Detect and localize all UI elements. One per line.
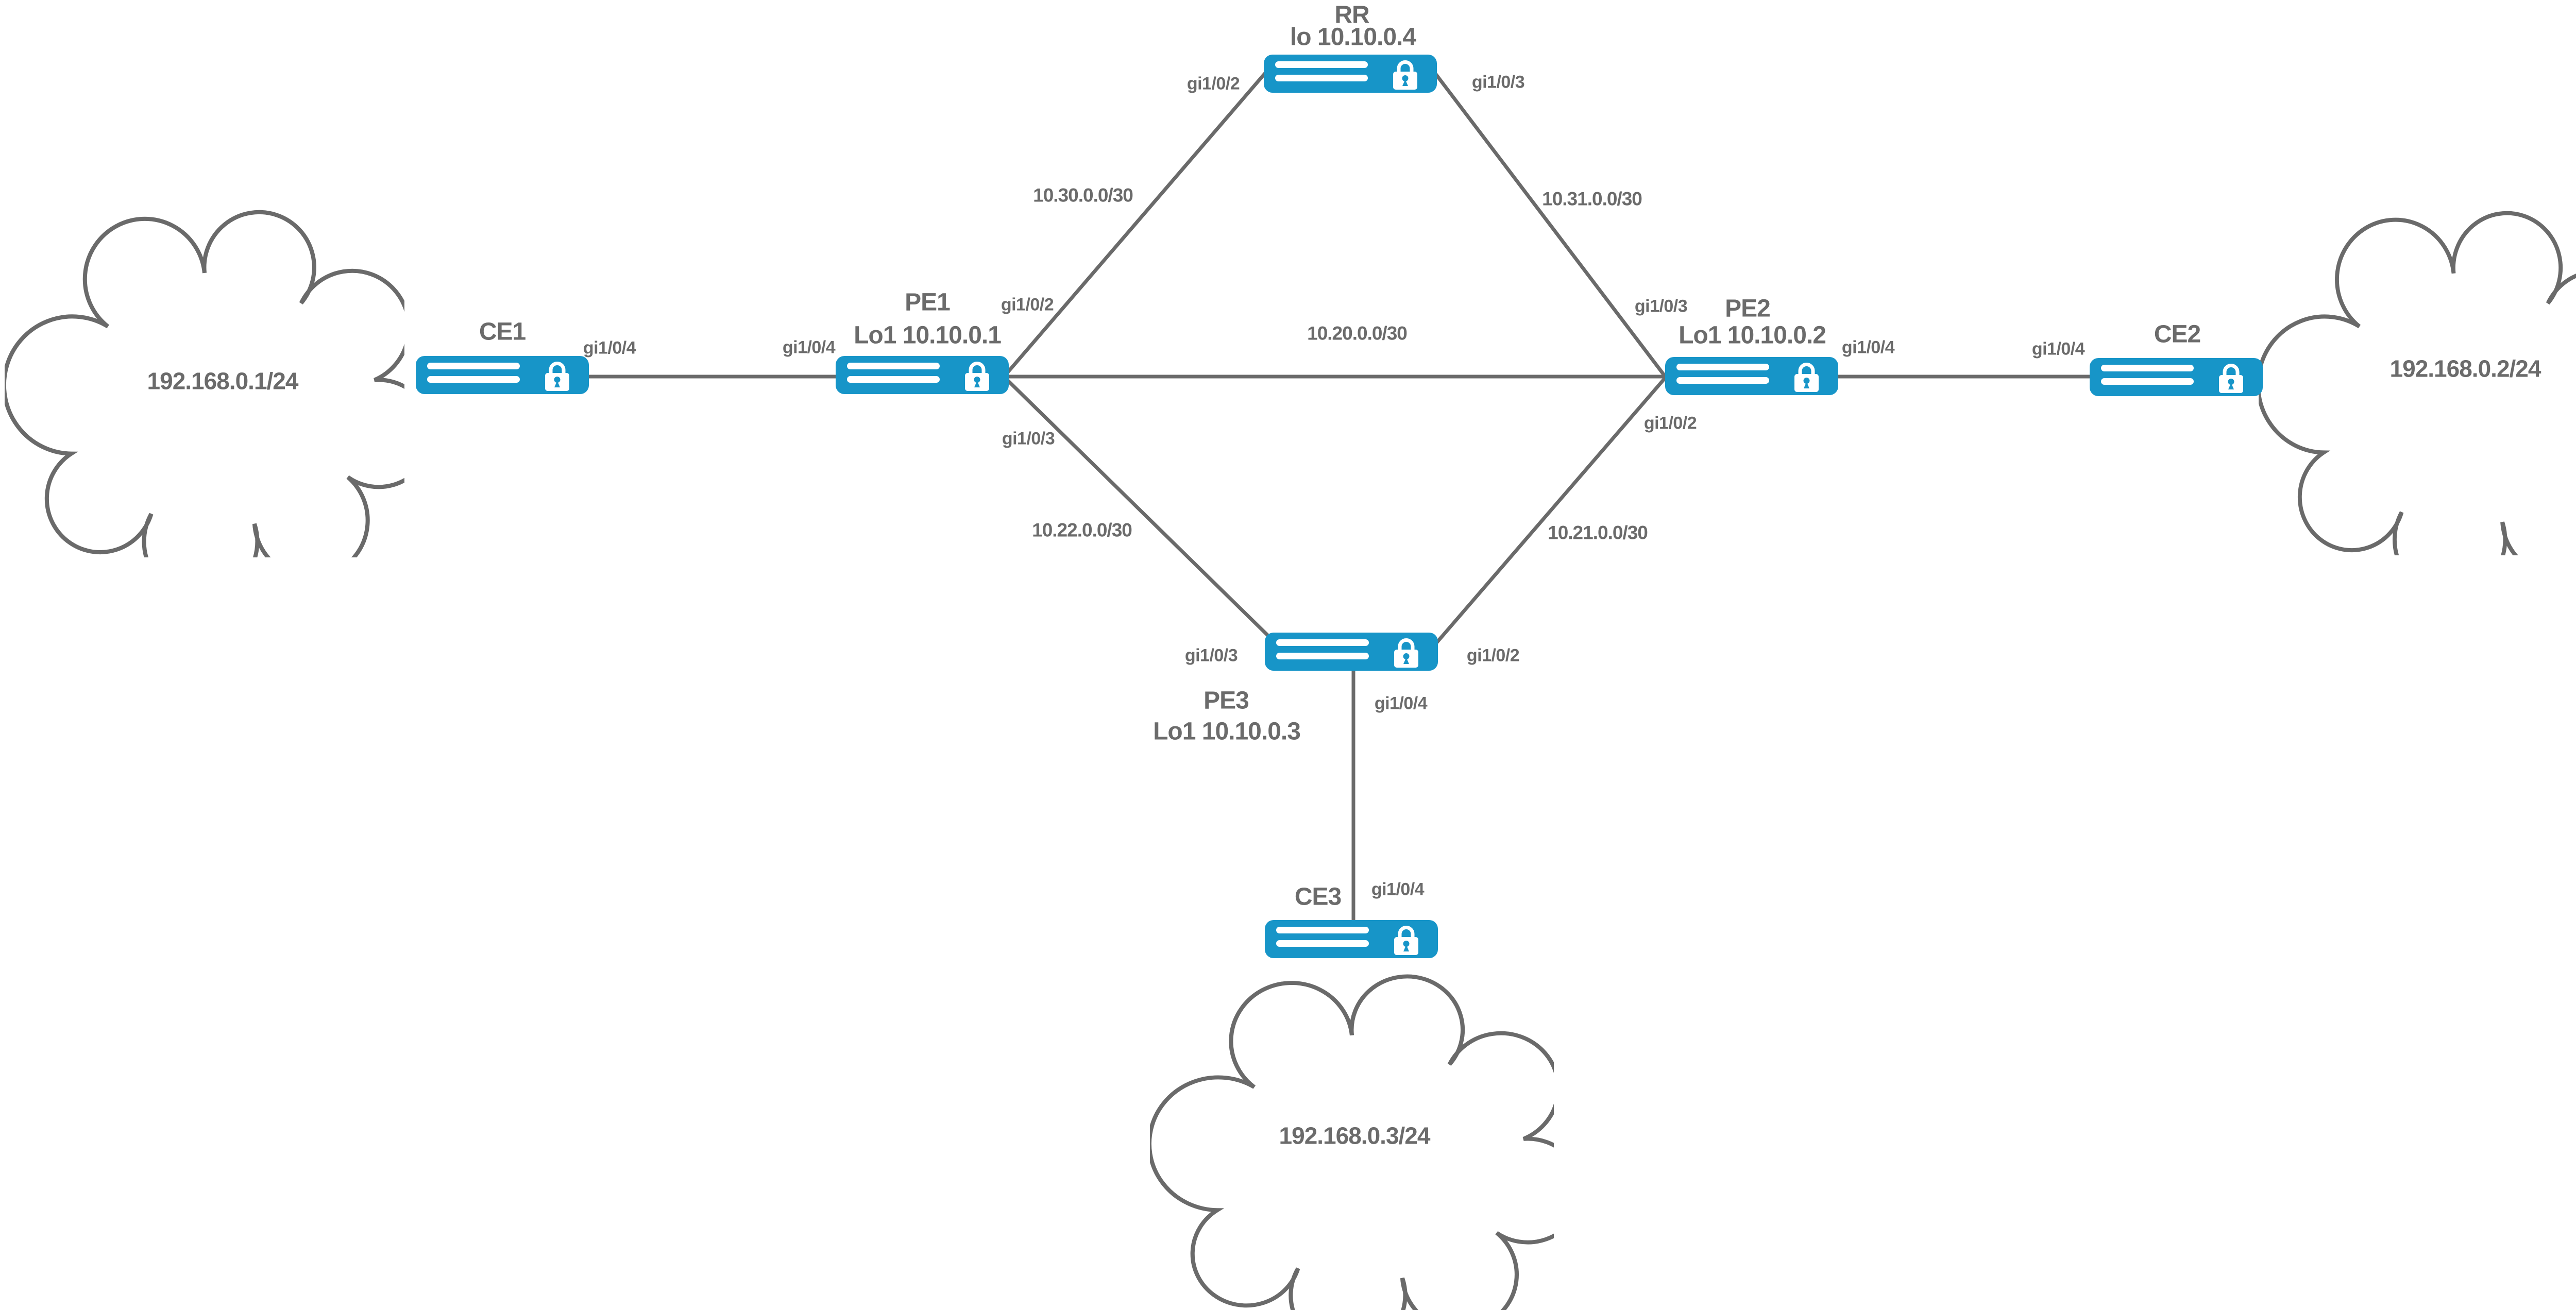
cloud-icon-bottom bbox=[1150, 974, 1554, 1310]
router-rr bbox=[1264, 55, 1437, 93]
router-pe1 bbox=[836, 356, 1009, 394]
lock-icon bbox=[1393, 60, 1417, 90]
network-label-right: 192.168.0.2/24 bbox=[2389, 355, 2541, 382]
port-label-pe1-gi1-0-2: gi1/0/2 bbox=[1001, 295, 1054, 315]
port-label-rr-gi1-0-3: gi1/0/3 bbox=[1471, 72, 1525, 92]
network-label-left: 192.168.0.1/24 bbox=[147, 367, 299, 395]
lock-icon bbox=[545, 362, 569, 391]
port-label-pe2-gi1-0-3: gi1/0/3 bbox=[1634, 296, 1688, 316]
cloud-icon-left bbox=[5, 210, 404, 557]
router-icon bbox=[836, 356, 1009, 394]
port-label-pe1-gi1-0-3: gi1/0/3 bbox=[1002, 429, 1055, 449]
link-subnet-label-rr-pe2: 10.31.0.0/30 bbox=[1542, 188, 1642, 210]
node-label-pe3: PE3 bbox=[1204, 687, 1249, 714]
router-icon bbox=[1665, 357, 1838, 395]
port-label-pe3-gi1-0-4: gi1/0/4 bbox=[1374, 693, 1428, 713]
link-pe1-rr bbox=[989, 58, 1278, 394]
port-label-pe3-gi1-0-3: gi1/0/3 bbox=[1184, 645, 1238, 666]
link-subnet-label-pe1-rr: 10.30.0.0/30 bbox=[1033, 184, 1133, 206]
lock-icon bbox=[1794, 363, 1819, 392]
link-subnet-label-pe2-pe3: 10.21.0.0/30 bbox=[1548, 522, 1648, 543]
node-label-pe2: PE2 bbox=[1725, 295, 1771, 322]
node-loopback-pe1: Lo1 10.10.0.1 bbox=[854, 321, 1002, 349]
node-loopback-pe3: Lo1 10.10.0.3 bbox=[1153, 718, 1301, 745]
router-icon bbox=[1265, 633, 1438, 671]
router-icon bbox=[2090, 358, 2263, 396]
lock-icon bbox=[965, 362, 989, 391]
node-label-pe1: PE1 bbox=[905, 288, 951, 316]
port-label-ce2-gi1-0-4: gi1/0/4 bbox=[2031, 339, 2085, 359]
router-ce1 bbox=[416, 356, 589, 394]
port-label-pe1-gi1-0-4: gi1/0/4 bbox=[782, 337, 836, 358]
node-label-rr: RR bbox=[1334, 1, 1369, 29]
router-ce2 bbox=[2090, 358, 2263, 396]
node-label-ce2: CE2 bbox=[2154, 320, 2201, 348]
link-rr-pe2 bbox=[1423, 58, 1680, 396]
link-subnet-label-pe1-pe2: 10.20.0.0/30 bbox=[1307, 322, 1408, 344]
lock-icon bbox=[1394, 926, 1418, 955]
node-loopback-pe2: Lo1 10.10.0.2 bbox=[1679, 321, 1826, 349]
port-label-pe2-gi1-0-4: gi1/0/4 bbox=[1841, 337, 1895, 358]
cloud-icon-right bbox=[2259, 211, 2576, 555]
port-label-ce1-gi1-0-4: gi1/0/4 bbox=[583, 338, 636, 358]
router-ce3 bbox=[1265, 920, 1438, 958]
node-label-ce1: CE1 bbox=[479, 318, 526, 346]
node-label-ce3: CE3 bbox=[1294, 883, 1342, 911]
router-icon bbox=[416, 356, 589, 394]
lock-icon bbox=[2219, 364, 2243, 393]
port-label-rr-gi1-0-2: gi1/0/2 bbox=[1187, 74, 1240, 94]
link-subnet-label-pe1-pe3: 10.22.0.0/30 bbox=[1032, 519, 1132, 541]
port-label-ce3-gi1-0-4: gi1/0/4 bbox=[1371, 879, 1425, 899]
router-pe3 bbox=[1265, 633, 1438, 671]
node-loopback-rr: lo 10.10.0.4 bbox=[1290, 23, 1416, 51]
port-label-pe2-gi1-0-2: gi1/0/2 bbox=[1643, 413, 1697, 433]
link-pe1-pe3 bbox=[993, 366, 1284, 652]
port-label-pe3-gi1-0-2: gi1/0/2 bbox=[1466, 645, 1520, 666]
router-icon bbox=[1264, 55, 1437, 93]
router-pe2 bbox=[1665, 357, 1838, 395]
router-icon bbox=[1265, 920, 1438, 958]
link-pe2-pe3 bbox=[1426, 363, 1679, 655]
network-label-bottom: 192.168.0.3/24 bbox=[1279, 1122, 1431, 1149]
lock-icon bbox=[1394, 638, 1418, 668]
